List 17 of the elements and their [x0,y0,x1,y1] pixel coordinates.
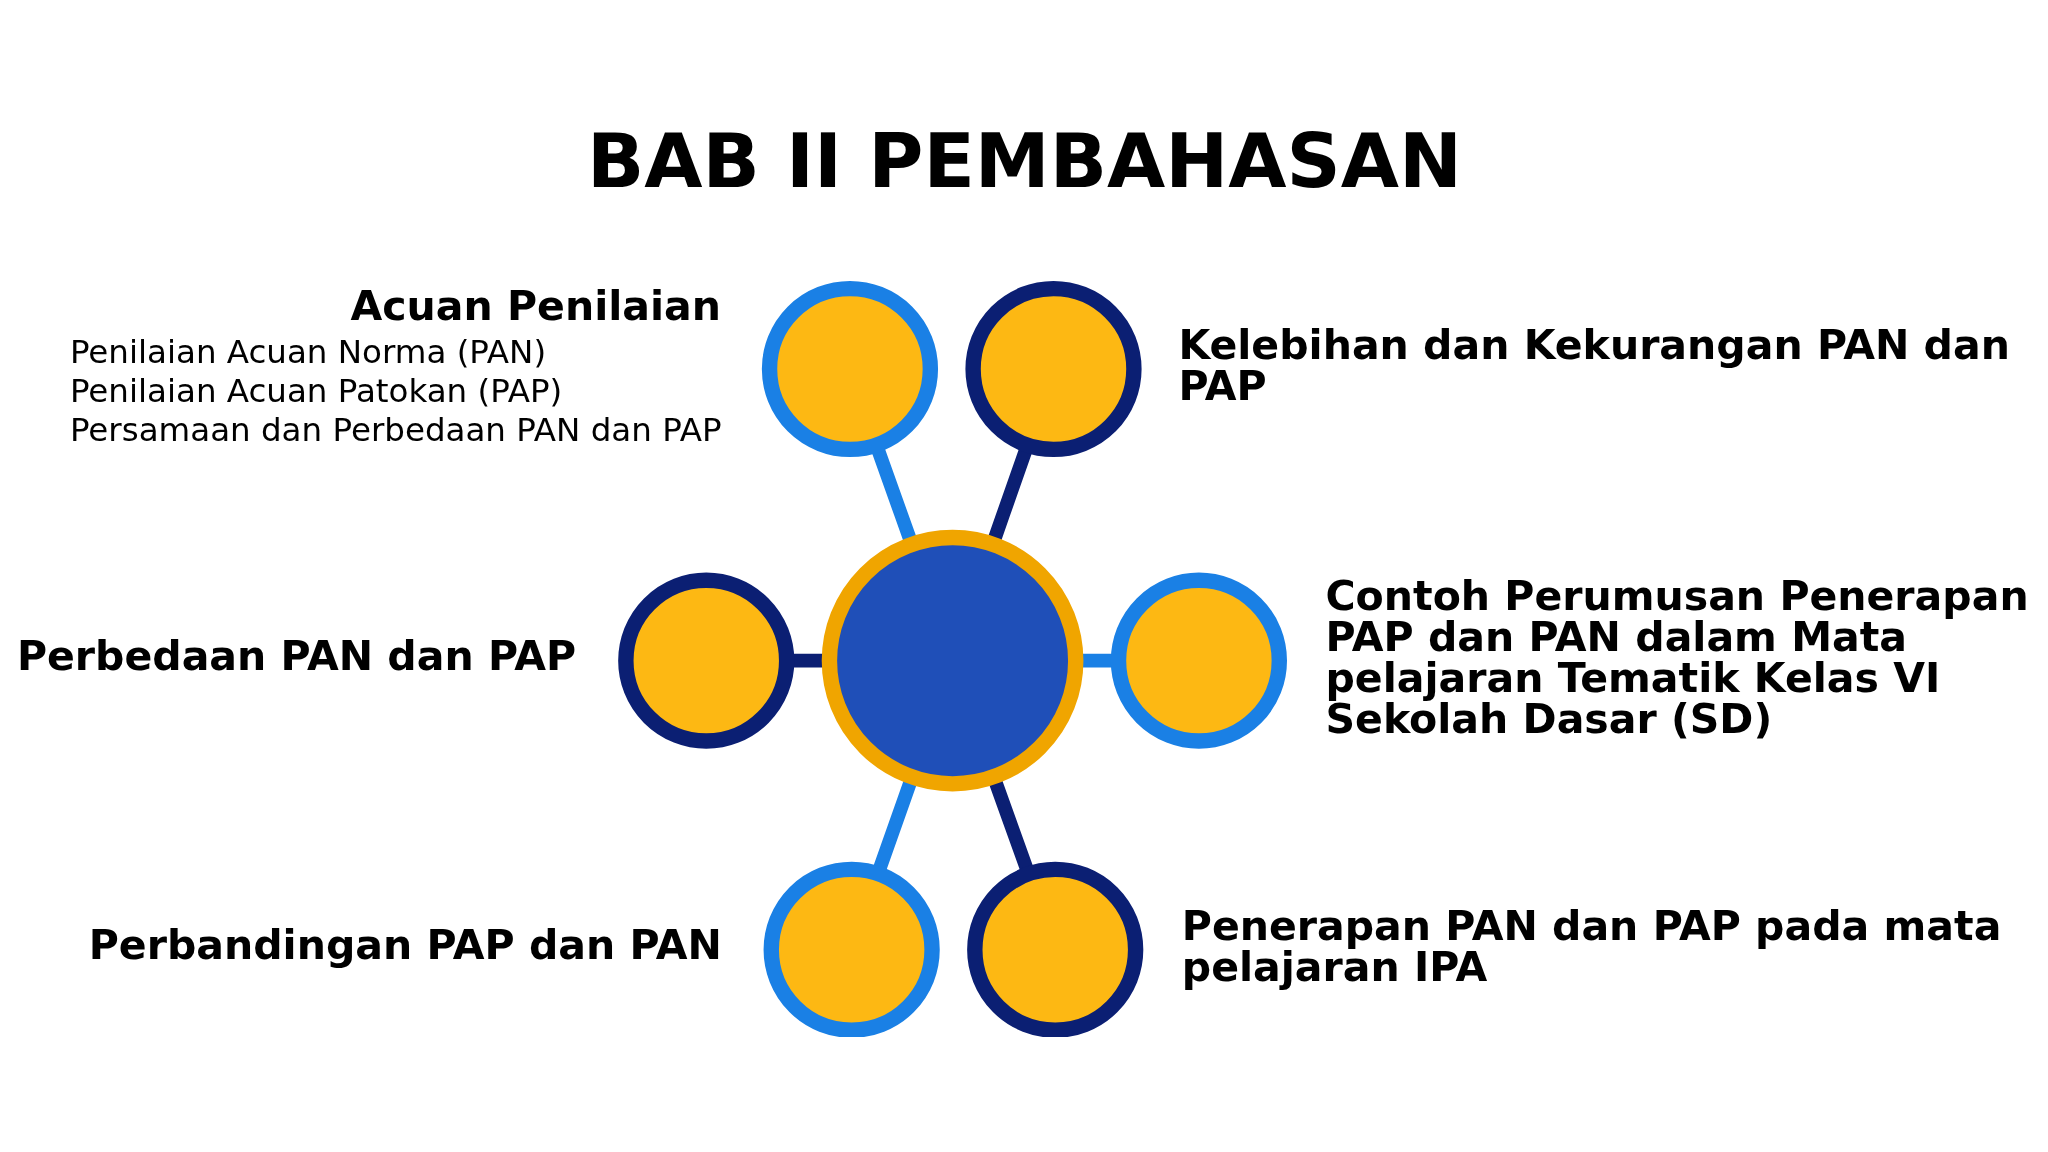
node-label: Penilaian Acuan Norma (PAN) [69,332,547,371]
node-label: Acuan Penilaian [350,281,721,330]
diagram-title: BAB II PEMBAHASAN [586,117,1462,206]
node-circle [763,861,940,1037]
node-circle [1110,572,1287,749]
node-circle [967,861,1144,1037]
node-label: Penerapan PAN dan PAP pada mata pelajaran IPA [1181,901,2002,991]
node-label: Perbedaan PAN dan PAP [16,631,577,680]
node-circle [761,280,939,458]
node-circle [618,572,795,749]
node-label: Kelebihan dan Kekurangan PAN dan PAP [1178,321,2010,411]
node-label: Persamaan dan Perbedaan PAN dan PAP [69,411,722,450]
node-label: Contoh Perumusan Penerapan PAP dan PAN dalam Mata pelajaran Tematik Kelas VI Sekolah Dasar (SD) [1325,571,2029,743]
node-circle [821,529,1084,792]
node-label: Perbandingan PAP dan PAN [88,920,722,969]
node-circle [965,280,1142,458]
node-label: Penilaian Acuan Patokan (PAP) [69,371,563,410]
